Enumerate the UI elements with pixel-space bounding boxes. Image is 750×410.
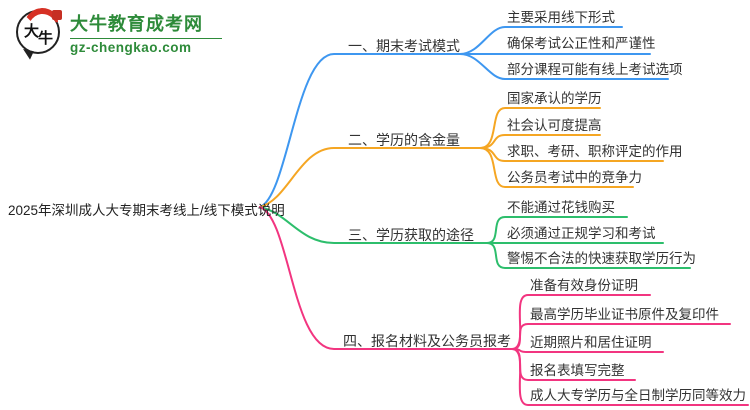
leaf-node: 最高学历毕业证书原件及复印件 [530, 307, 719, 322]
logo-char-top: 大 [24, 23, 40, 40]
leaf-node: 不能通过花钱购买 [507, 200, 615, 215]
leaf-node: 部分课程可能有线上考试选项 [507, 62, 683, 77]
branch-3-lines [259, 206, 691, 269]
branch-1-label: 一、期末考试模式 [348, 38, 460, 54]
branch-4-label: 四、报名材料及公务员报考 [343, 333, 511, 349]
logo-text-block: 大牛教育成考网 gz-chengkao.com [70, 10, 222, 55]
leaf-node: 求职、考研、职称评定的作用 [507, 144, 683, 159]
logo-seal-icon [52, 10, 62, 20]
leaf-node: 近期照片和居住证明 [530, 335, 652, 350]
leaf-node: 准备有效身份证明 [530, 278, 638, 293]
site-name: 大牛教育成考网 [70, 14, 203, 34]
leaf-node: 警惕不合法的快速获取学历行为 [507, 251, 696, 266]
leaf-node: 成人大专学历与全日制学历同等效力 [530, 388, 746, 403]
central-topic: 2025年深圳成人大专期末考线上/线下模式说明 [8, 203, 285, 218]
leaf-node: 国家承认的学历 [507, 91, 602, 106]
leaf-node: 确保考试公正性和严谨性 [507, 36, 656, 51]
leaf-node: 公务员考试中的竞争力 [507, 170, 642, 185]
branch-2-lines [259, 107, 664, 208]
branch-4-lines [259, 206, 749, 406]
leaf-node: 必须通过正规学习和考试 [507, 226, 656, 241]
leaf-node: 报名表填写完整 [530, 363, 625, 378]
leaf-node: 主要采用线下形式 [507, 10, 615, 25]
branch-3-label: 三、学历获取的途径 [348, 227, 474, 243]
leaf-node: 社会认可度提高 [507, 118, 602, 133]
branch-1-lines [259, 26, 669, 208]
site-url: gz-chengkao.com [70, 39, 192, 55]
logo-char-bottom: 牛 [37, 30, 53, 47]
branch-2-label: 二、学历的含金量 [348, 132, 460, 148]
site-logo: 大 牛 大牛教育成考网 gz-chengkao.com [16, 5, 222, 61]
daniu-logo-icon: 大 牛 [16, 5, 65, 61]
logo-separator [70, 37, 222, 39]
